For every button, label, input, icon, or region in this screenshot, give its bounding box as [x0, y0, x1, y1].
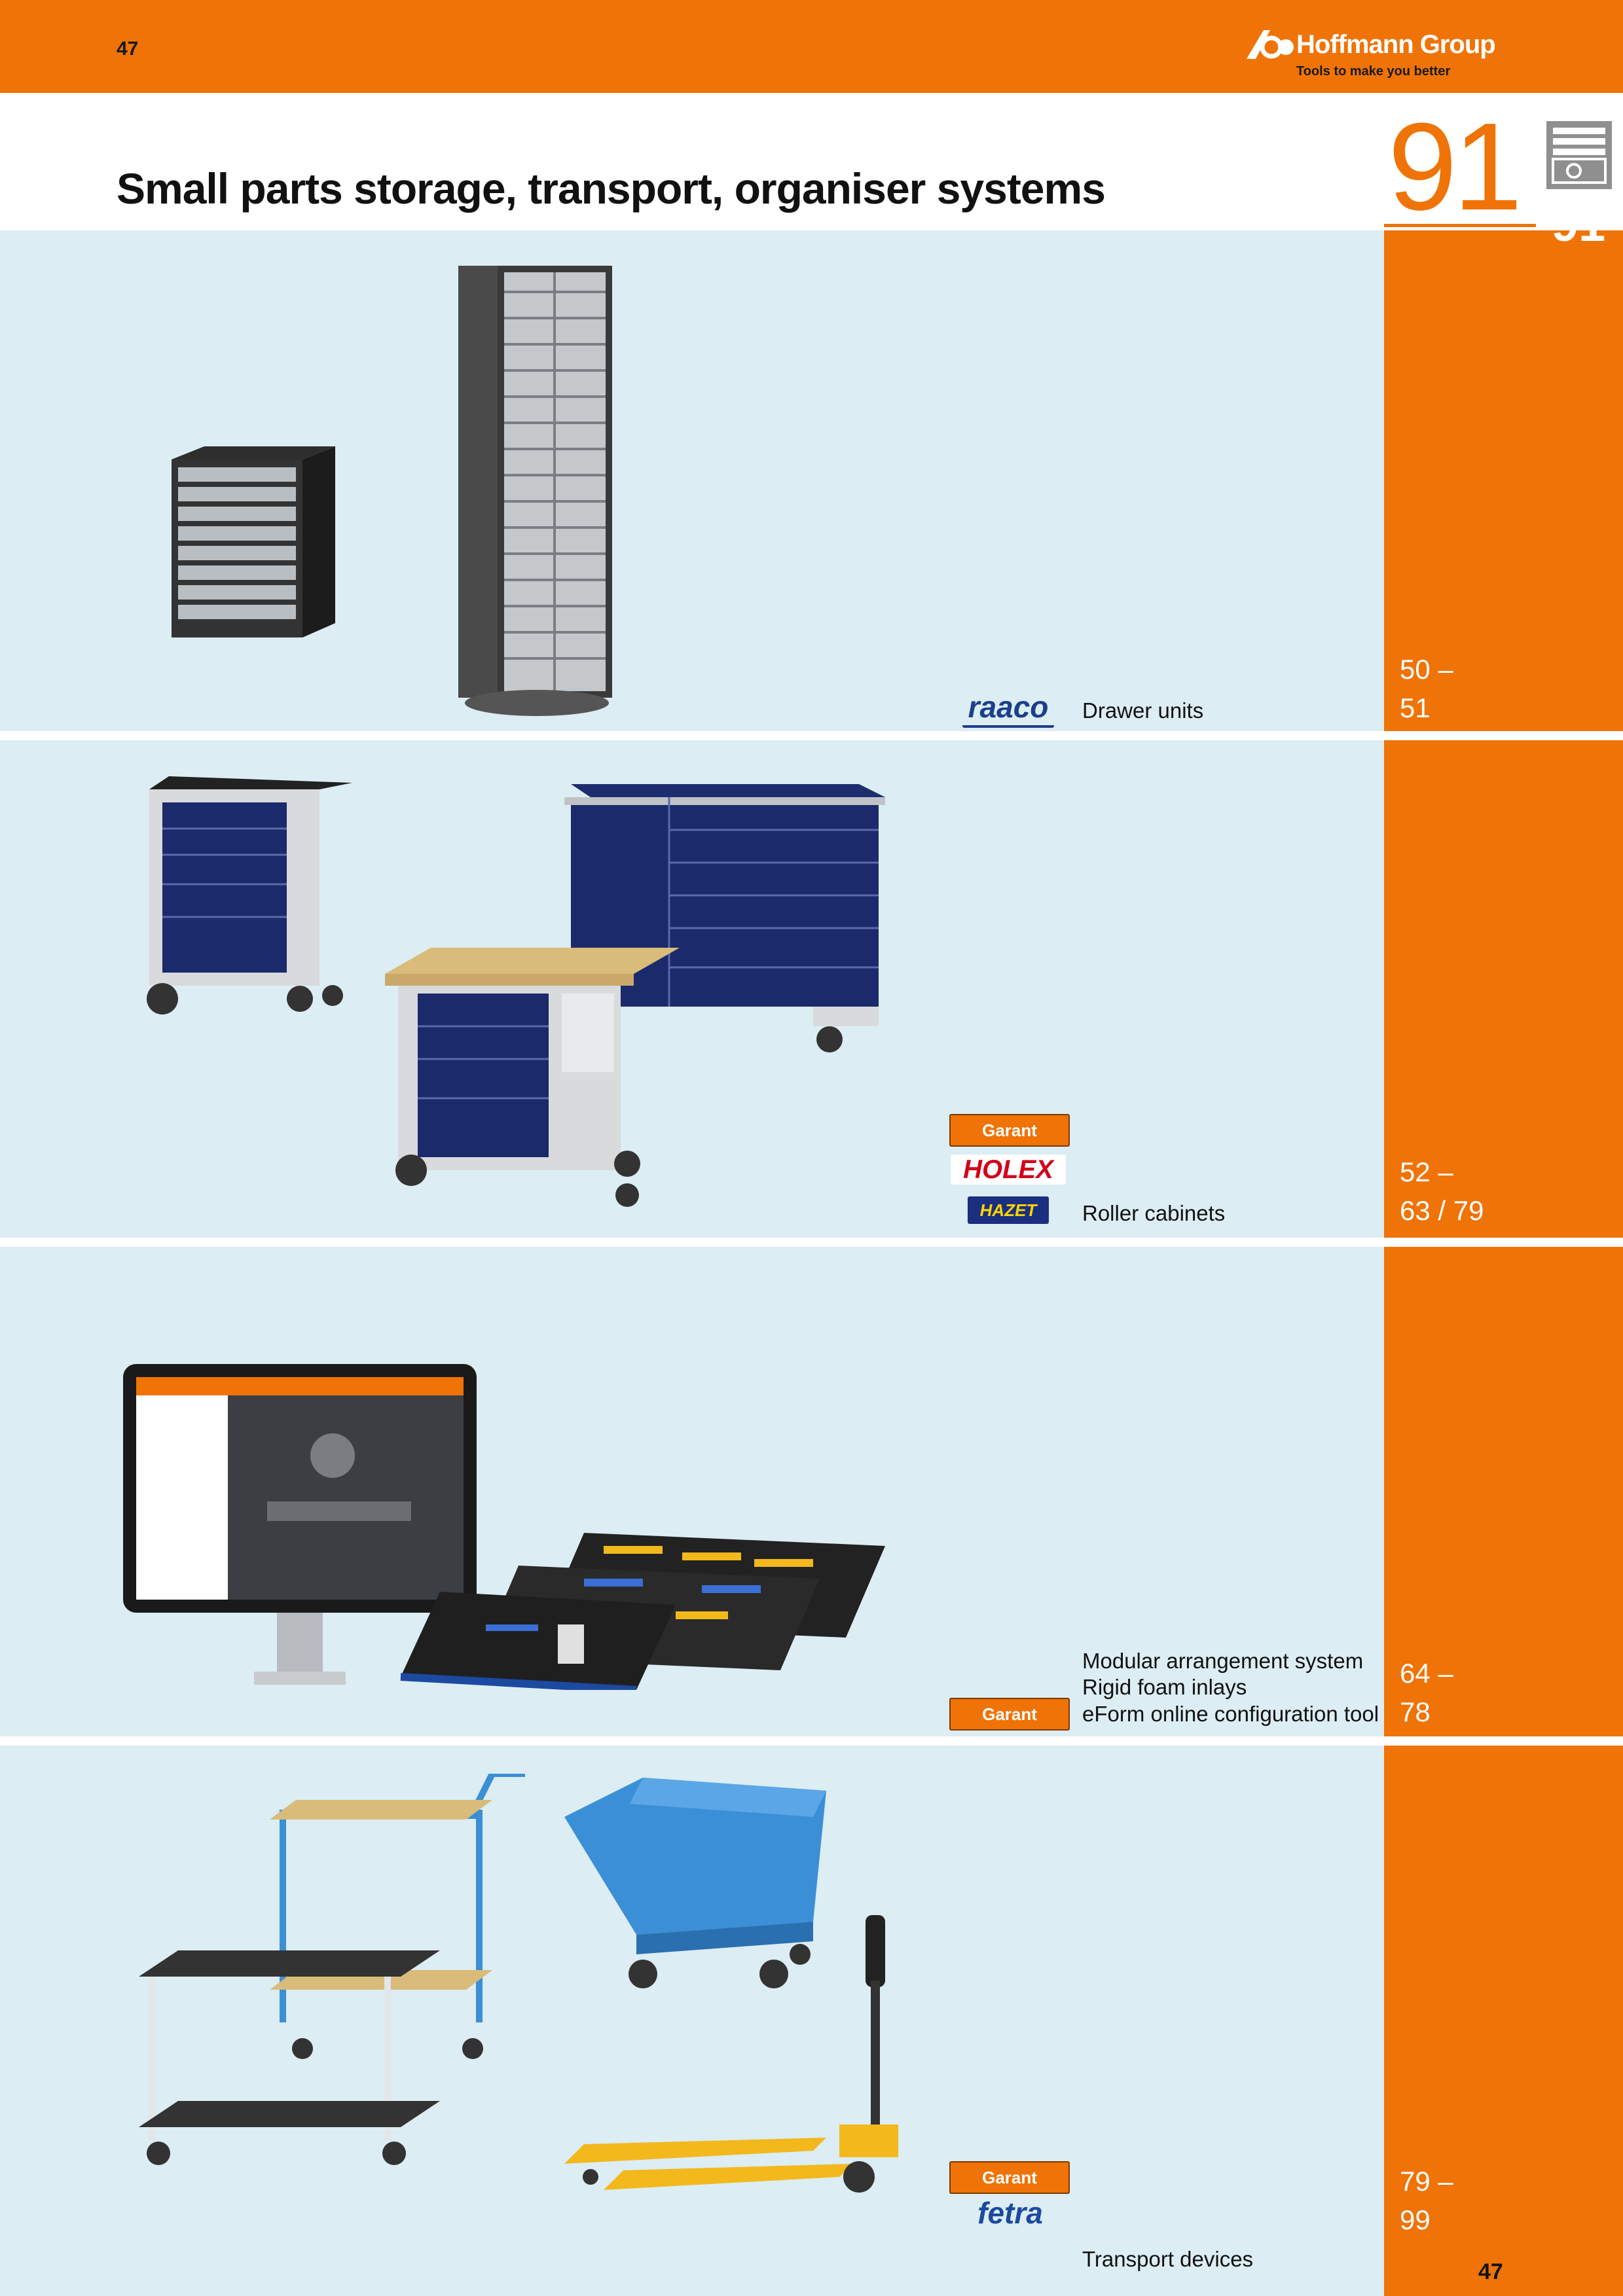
- brand-logo-garant: Garant: [949, 1114, 1070, 1147]
- logo-tagline: Tools to make you better: [1296, 64, 1451, 79]
- pallet-truck-image: [564, 1915, 898, 2193]
- section-label: Roller cabinets: [1082, 1201, 1226, 1225]
- chapter-number: 91: [1388, 98, 1522, 236]
- drawer-cabinet-image: [172, 446, 335, 637]
- brand-logo-hazet: HAZET: [968, 1196, 1049, 1224]
- rotating-drawer-tower-image: [458, 266, 612, 716]
- eform-monitor-image: [123, 1364, 477, 1685]
- section-label: Modular arrangement system Rigid foam in…: [1082, 1649, 1379, 1726]
- page-range[interactable]: 50 – 51: [1400, 654, 1453, 723]
- page-title: Small parts storage, transport, organise…: [117, 164, 1106, 213]
- tipping-container-image: [564, 1778, 826, 1988]
- page-range[interactable]: 52 – 63 / 79: [1400, 1157, 1484, 1226]
- header-page-number: 47: [117, 38, 139, 60]
- brand-logo-fetra: fetra: [977, 2196, 1043, 2230]
- footer-page-number: 47: [1478, 2259, 1503, 2284]
- section-divider: [0, 1238, 1623, 1247]
- roller-cabinet-image: [147, 776, 352, 1014]
- brand-logo-holex: HOLEX: [951, 1155, 1066, 1185]
- section-label: Drawer units: [1082, 698, 1204, 723]
- header-bar: [0, 0, 1623, 93]
- section-divider: [0, 731, 1623, 740]
- foam-inlays-image: [400, 1533, 885, 1690]
- section-divider: [0, 1736, 1623, 1746]
- section-label: Transport devices: [1082, 2247, 1254, 2271]
- chapter-sidebar: [1384, 230, 1623, 2296]
- brand-logo-raaco: raaco: [962, 689, 1054, 728]
- table-trolleys-image: [139, 1774, 525, 2165]
- brand-logo-garant: Garant: [949, 2161, 1070, 2194]
- hoffmann-logo-icon: [1247, 30, 1294, 59]
- hoffmann-group-logo[interactable]: Hoffmann Group Tools to make you better: [1244, 25, 1519, 87]
- workbench-image: [385, 948, 680, 1207]
- page-range[interactable]: 79 – 99: [1400, 2166, 1453, 2235]
- drawer-cabinet-icon: [1546, 121, 1612, 189]
- sidebar-chapter-number: 91: [1552, 197, 1606, 251]
- page-range[interactable]: 64 – 78: [1400, 1658, 1453, 1727]
- logo-text: Hoffmann Group: [1296, 30, 1496, 59]
- brand-logo-garant: Garant: [949, 1698, 1070, 1731]
- chapter-underline: [1384, 224, 1536, 227]
